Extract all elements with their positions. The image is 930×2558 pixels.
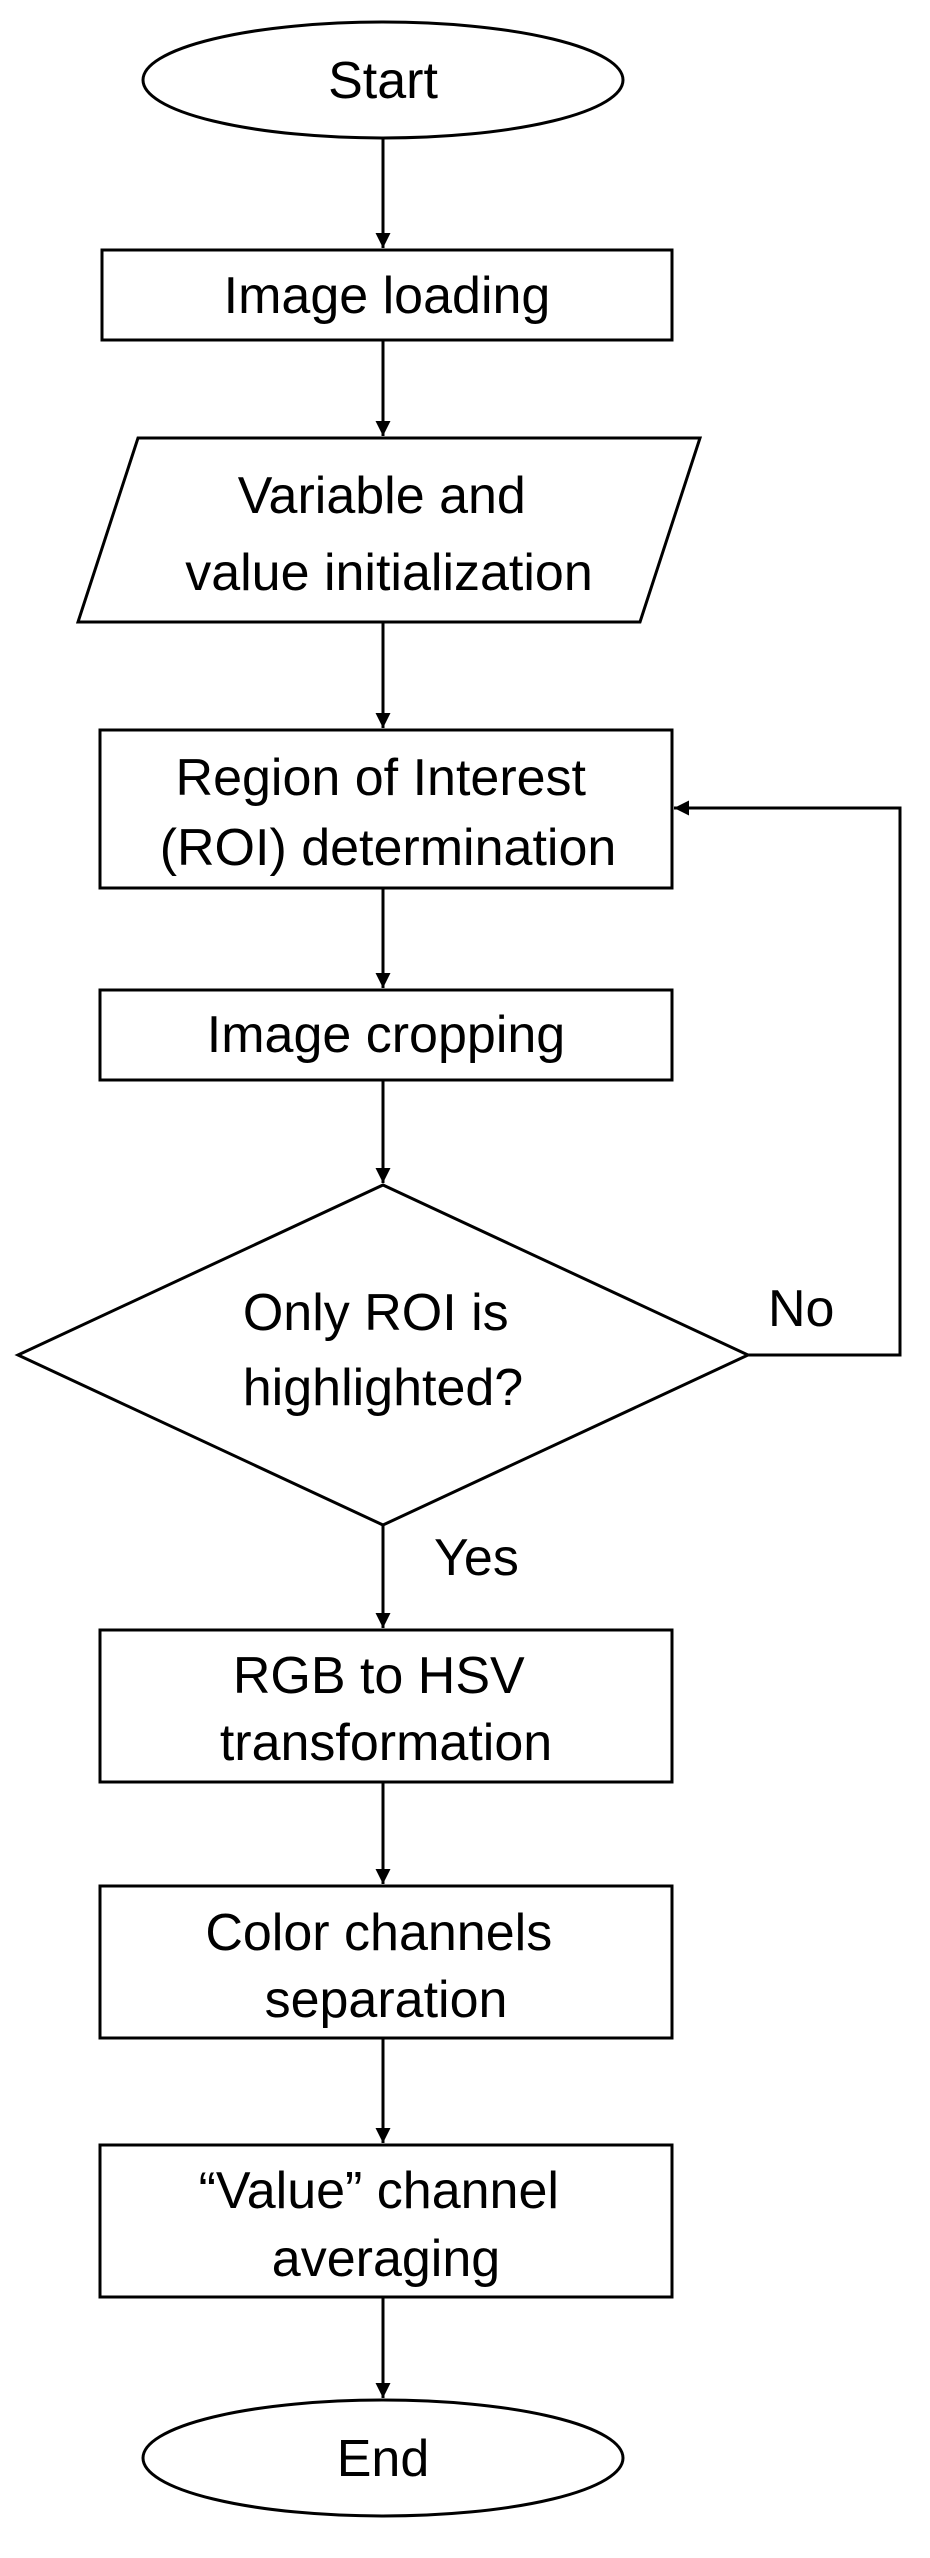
value-averaging-label: “Value” channel averaging bbox=[199, 2162, 574, 2288]
decision-only-roi-highlighted bbox=[14, 1183, 752, 1527]
process-image-cropping bbox=[98, 988, 674, 1082]
process-roi-determination bbox=[98, 728, 674, 890]
rgb-hsv-label: RGB to HSV transformation bbox=[220, 1647, 552, 1772]
process-rgb-to-hsv bbox=[98, 1628, 674, 1784]
no-branch-label: No bbox=[768, 1280, 834, 1338]
yes-branch-label: Yes bbox=[434, 1529, 519, 1587]
end-label: End bbox=[337, 2430, 430, 2488]
process-image-loading bbox=[100, 248, 674, 342]
io-variable-initialization bbox=[75, 436, 703, 624]
decision-label: Only ROI is highlighted? bbox=[243, 1284, 523, 1417]
variable-init-label: Variable and value initialization bbox=[185, 467, 593, 602]
start-label: Start bbox=[328, 52, 438, 110]
end-terminator bbox=[141, 2398, 625, 2518]
process-value-averaging bbox=[98, 2143, 674, 2299]
image-cropping-label: Image cropping bbox=[207, 1006, 565, 1064]
process-channel-separation bbox=[98, 1884, 674, 2040]
image-loading-label: Image loading bbox=[224, 267, 551, 325]
channel-separation-label: Color channels separation bbox=[205, 1904, 566, 2029]
arrow-no-loop-to-roi bbox=[674, 800, 902, 1357]
roi-determination-label: Region of Interest (ROI) determination bbox=[160, 749, 617, 877]
